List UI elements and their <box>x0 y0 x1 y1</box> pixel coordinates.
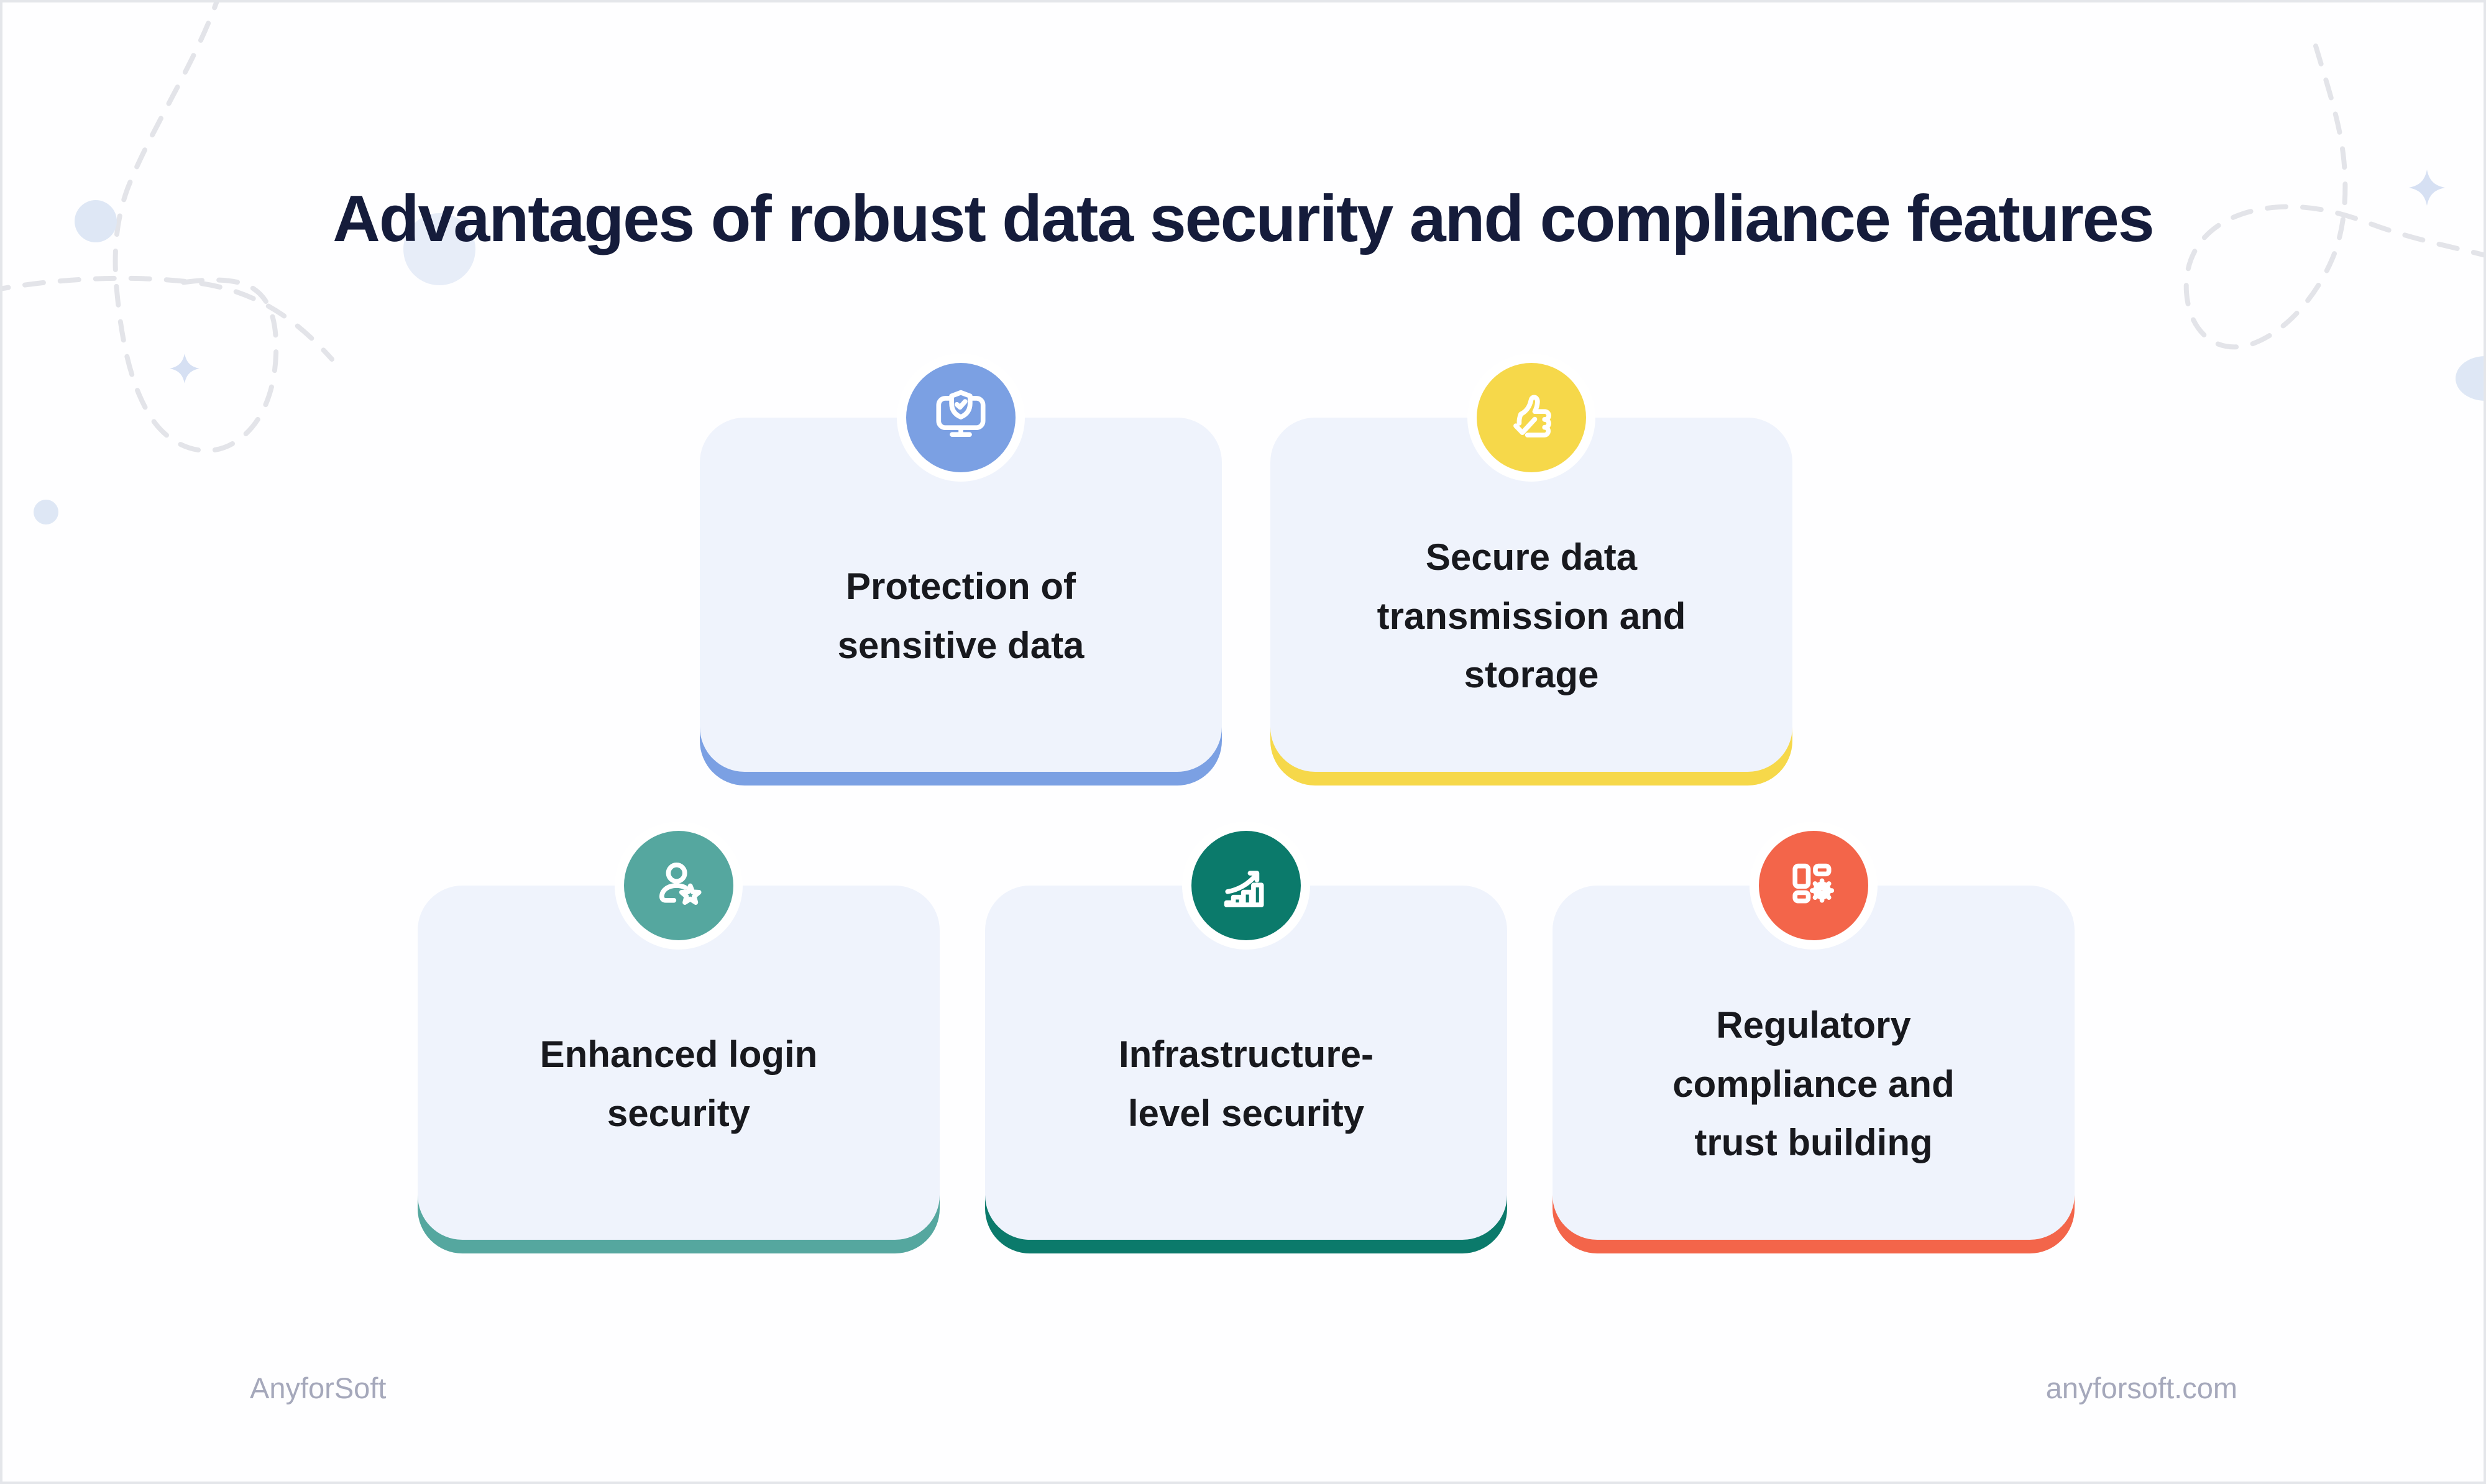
website-label: anyforsoft.com <box>2045 1372 2237 1404</box>
feature-card: Infrastructure-level security <box>985 831 1507 1253</box>
card-title-line: Regulatory <box>1716 1004 1911 1046</box>
feature-card: Protection of sensitive data <box>700 363 1222 786</box>
card-body: Regulatory compliance and trust building <box>1553 886 2075 1240</box>
feature-card: Enhanced login security <box>418 831 940 1253</box>
card-title-line: Enhanced login <box>539 1033 818 1076</box>
card-icon-badge <box>624 831 733 940</box>
card-icon-badge <box>1191 831 1301 940</box>
card-icon-badge <box>1759 831 1868 940</box>
title-dot-decoration <box>403 213 475 285</box>
sparkle-left-icon <box>170 354 200 383</box>
brand-label: AnyforSoft <box>250 1372 387 1404</box>
card-title-line: Protection of <box>846 566 1076 608</box>
card-body: Secure data transmission and storage <box>1270 418 1792 772</box>
layout-gear-icon <box>1792 863 1835 904</box>
card-icon-badge <box>906 363 1016 472</box>
feature-card: Regulatory compliance and trust building <box>1553 831 2075 1253</box>
card-title-line: transmission and <box>1377 595 1686 637</box>
growth-chart-icon <box>1224 871 1264 907</box>
monitor-shield-icon <box>936 390 986 437</box>
card-icon-badge <box>1477 363 1586 472</box>
card-title-line: compliance and <box>1672 1063 1955 1105</box>
feature-card: Secure data transmission and storage <box>1270 363 1792 786</box>
card-title-line: Secure data <box>1425 536 1638 578</box>
thumbs-up-check-icon <box>1513 395 1551 437</box>
card-title-line: level security <box>1127 1092 1365 1134</box>
card-title-line: sensitive data <box>837 625 1085 666</box>
card-title-line: storage <box>1464 654 1599 696</box>
card-title-line: Infrastructure- <box>1118 1033 1374 1076</box>
card-body: Protection of sensitive data <box>700 418 1222 772</box>
user-star-icon <box>659 863 702 905</box>
left-small-dot-decoration <box>34 500 58 524</box>
card-body: Enhanced login security <box>418 886 940 1240</box>
card-title-line: trust building <box>1694 1122 1933 1164</box>
card-body: Infrastructure-level security <box>985 886 1507 1240</box>
left-dot-decoration <box>75 200 117 242</box>
right-edge-dot-decoration <box>2456 356 2484 401</box>
card-title-line: security <box>607 1092 751 1134</box>
page-title: Advantages of robust data security and c… <box>333 182 2154 255</box>
